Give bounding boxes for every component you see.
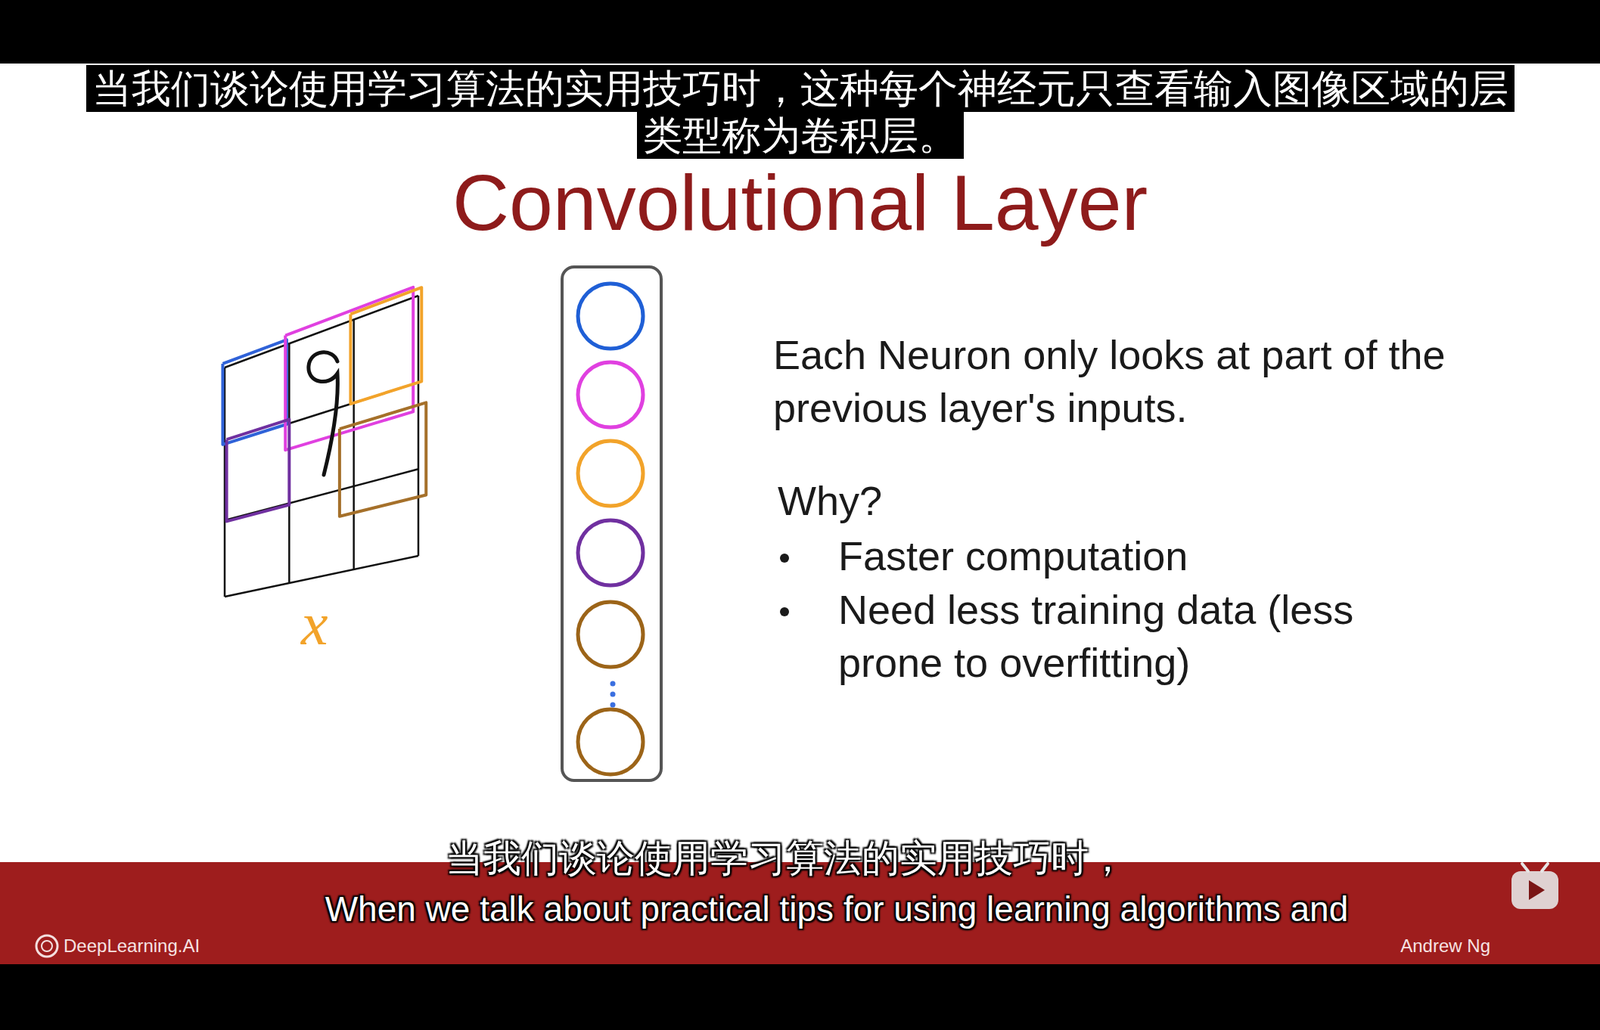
neuron xyxy=(577,362,644,428)
ellipsis-dot xyxy=(610,681,616,687)
neuron xyxy=(577,441,644,507)
input-image xyxy=(222,287,426,597)
bullet xyxy=(779,553,790,563)
neuron xyxy=(577,283,644,349)
author-text: Andrew Ng xyxy=(1400,935,1491,957)
receptive-field xyxy=(222,339,286,445)
subtitle-overlay-holder: 当我们谈论使用学习算法的实用技巧时，这种每个神经元只查看输入图像区域的层类型称为… xyxy=(81,65,1520,159)
question-text-holder: Why? xyxy=(777,474,1081,528)
bottom-bar xyxy=(0,964,1600,1030)
logo-text: DeepLearning.AI xyxy=(63,935,200,957)
logo-text-holder: DeepLearning.AI xyxy=(63,935,367,958)
ellipsis-dot xyxy=(610,692,616,698)
body-text-holder: Each Neuron only looks at part of the pr… xyxy=(773,328,1560,435)
neuron xyxy=(577,709,644,775)
receptive-field xyxy=(226,419,290,522)
input-symbol-holder: x xyxy=(301,590,362,659)
body-text: Each Neuron only looks at part of the pr… xyxy=(773,332,1446,431)
neuron xyxy=(577,520,644,586)
subtitle-chinese: 当我们谈论使用学习算法的实用技巧时， xyxy=(445,837,1127,880)
question-text: Why? xyxy=(777,478,883,524)
logo-icon xyxy=(41,941,53,952)
digit-drawing xyxy=(308,352,338,476)
subtitle-english: When we talk about practical tips for us… xyxy=(325,889,1349,929)
author-text-holder: Andrew Ng xyxy=(1286,935,1491,958)
receptive-field xyxy=(350,287,422,404)
receptive-field xyxy=(339,402,426,516)
player-icon xyxy=(1511,863,1559,910)
layer-box xyxy=(562,267,662,781)
bullet-text-holder: Need less training data (less prone to o… xyxy=(838,583,1368,690)
bullet-text: Need less training data (less prone to o… xyxy=(838,587,1354,686)
grid-line xyxy=(224,556,419,597)
subtitle-overlay: 当我们谈论使用学习算法的实用技巧时，这种每个神经元只查看输入图像区域的层类型称为… xyxy=(86,65,1515,159)
grid-line xyxy=(224,295,419,368)
logo-icon xyxy=(36,935,58,957)
neuron xyxy=(577,602,644,668)
grid-line xyxy=(352,320,355,570)
top-bar xyxy=(0,0,1600,64)
grid-line xyxy=(417,295,420,557)
slide-ground xyxy=(0,63,1600,863)
ellipsis-dot xyxy=(610,702,616,709)
subtitle-english-holder: When we talk about practical tips for us… xyxy=(75,886,1598,933)
subtitle-chinese-holder: 当我们谈论使用学习算法的实用技巧时， xyxy=(0,836,1573,881)
bullet-text: Faster computation xyxy=(838,533,1188,579)
input-symbol: x xyxy=(301,590,329,658)
bullet-text-holder: Faster computation xyxy=(838,529,1520,583)
slide-title: Convolutional Layer xyxy=(0,160,1600,246)
bullet xyxy=(779,607,790,617)
